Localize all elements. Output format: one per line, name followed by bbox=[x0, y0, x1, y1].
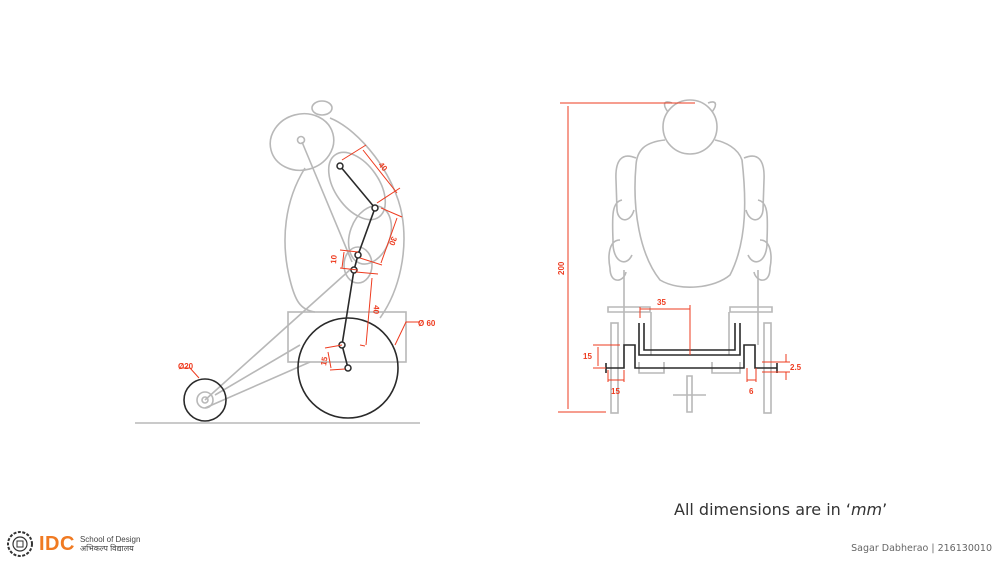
bear-ear bbox=[311, 100, 333, 116]
dim-big-wheel: Ø 60 bbox=[418, 319, 436, 328]
bear-body bbox=[284, 117, 405, 319]
front-dimension-lines bbox=[558, 102, 790, 413]
small-wheel bbox=[183, 378, 227, 422]
bear-head bbox=[269, 112, 335, 172]
dim-thickness: 2.5 bbox=[790, 363, 802, 372]
big-wheel bbox=[297, 317, 399, 419]
author-credit: Sagar Dabherao | 216130010 bbox=[851, 543, 992, 554]
dim-offset: 6 bbox=[749, 387, 754, 396]
dim-bottom-link: 15 bbox=[319, 355, 330, 366]
arm-segment bbox=[327, 151, 387, 221]
logo-text: IDC bbox=[39, 532, 75, 555]
bear-head bbox=[662, 99, 718, 155]
frame-top bbox=[607, 306, 773, 355]
side-dimension-lines bbox=[180, 144, 420, 379]
small-wheel-axle bbox=[201, 396, 209, 404]
rear-caster bbox=[673, 375, 706, 413]
right-arm bbox=[743, 155, 772, 281]
iit-seal-icon bbox=[7, 531, 33, 557]
bear-body bbox=[634, 139, 746, 288]
body-box bbox=[287, 311, 407, 363]
dim-short-link: 10 bbox=[329, 254, 339, 264]
note-prefix: All dimensions are in ‘ bbox=[674, 500, 851, 519]
idc-logo: IDC School of Design अभिकल्प विद्यालय bbox=[6, 530, 140, 558]
dim-step-width: 15 bbox=[611, 387, 620, 396]
dim-lower-link: 40 bbox=[371, 305, 381, 315]
school-name-hi: अभिकल्प विद्यालय bbox=[79, 544, 134, 553]
eye-pivot bbox=[296, 135, 306, 145]
front-view: 200 35 15 15 6 2.5 bbox=[557, 99, 802, 414]
frame-rods bbox=[204, 267, 353, 409]
units-note: All dimensions are in ‘mm’ bbox=[674, 500, 887, 519]
small-wheel-hub bbox=[196, 391, 214, 409]
left-arm bbox=[608, 155, 637, 281]
knee-segment bbox=[343, 246, 373, 284]
dim-half-width: 35 bbox=[657, 298, 666, 307]
school-name-en: School of Design bbox=[79, 535, 141, 544]
dim-step-height: 15 bbox=[583, 352, 592, 361]
dim-height: 200 bbox=[557, 261, 566, 275]
dim-small-wheel: Ø20 bbox=[178, 362, 194, 371]
note-suffix: ’ bbox=[882, 500, 888, 519]
neck-rod bbox=[301, 141, 353, 263]
side-view: 40 30 10 40 15 Ø 60 Ø20 bbox=[135, 100, 436, 424]
linkage bbox=[339, 165, 376, 369]
school-name: School of Design अभिकल्प विद्यालय bbox=[80, 535, 140, 553]
note-unit: mm bbox=[850, 500, 883, 519]
dim-middle-link: 30 bbox=[387, 235, 399, 247]
